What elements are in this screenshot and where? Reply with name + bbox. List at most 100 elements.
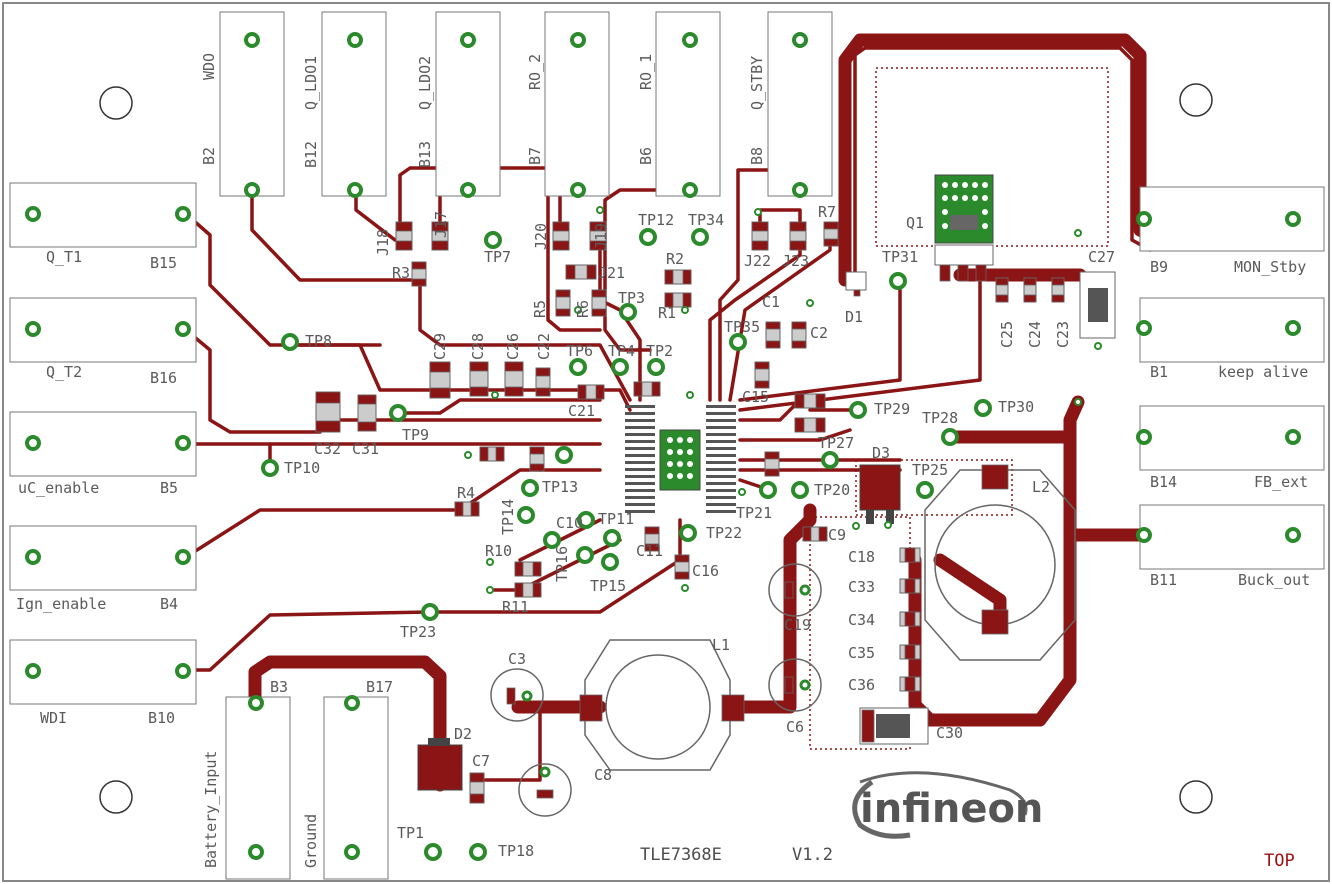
label-tp21: TP21: [736, 504, 772, 522]
label-c31: C31: [352, 440, 379, 458]
left-connector-name: WDI: [40, 709, 67, 727]
board-version: V1.2: [792, 845, 833, 865]
board-footer: TLE7368E V1.2 TOP: [640, 845, 1295, 871]
label-d3: D3: [872, 444, 890, 462]
label-tp16: TP16: [553, 546, 571, 582]
large-caps: [859, 271, 1116, 745]
label-r3: R3: [392, 264, 410, 282]
left-connector-pin: B10: [148, 709, 175, 727]
top-connector-pin: B13: [416, 141, 434, 168]
label-c11: C11: [636, 542, 663, 560]
label-j19: J19: [592, 223, 610, 250]
label-r4: R4: [457, 484, 475, 502]
main-ic: [625, 405, 736, 513]
label-tp1: TP1: [397, 824, 424, 842]
label-d1: D1: [845, 308, 863, 326]
diodes: [417, 271, 901, 791]
right-connector-pin: B1: [1150, 363, 1168, 381]
test-points: [261, 228, 992, 861]
electrolytic-caps: [490, 563, 822, 817]
label-q1: Q1: [906, 214, 924, 232]
label-c10: C10: [556, 514, 583, 532]
label-c3: C3: [508, 650, 526, 668]
label-c22: C22: [535, 333, 553, 360]
label-c28: C28: [469, 333, 487, 360]
label-tp3: TP3: [618, 289, 645, 307]
label-tp28: TP28: [922, 409, 958, 427]
left-connector-name: uC_enable: [18, 479, 99, 497]
left-connector-pin: B15: [150, 254, 177, 272]
right-connector-pin: B14: [1150, 473, 1177, 491]
right-connector-name: FB_ext: [1254, 473, 1308, 491]
label-tp18: TP18: [498, 842, 534, 860]
label-c36: C36: [848, 676, 875, 694]
label-tp25: TP25: [912, 461, 948, 479]
label-c1: C1: [762, 293, 780, 311]
bottom-connector-boxes: [225, 696, 389, 880]
top-connector-name: WDO: [200, 53, 218, 80]
left-connector-name: Ign_enable: [16, 595, 106, 613]
label-r1: R1: [658, 304, 676, 322]
label-r7: R7: [818, 203, 836, 221]
top-connector-pin: B7: [526, 147, 544, 165]
label-j23: J23: [782, 252, 809, 270]
label-c16: C16: [692, 562, 719, 580]
label-tp6: TP6: [566, 342, 593, 360]
top-connector-pin: B12: [302, 141, 320, 168]
left-connector-pads: [25, 206, 191, 679]
label-c25: C25: [998, 321, 1016, 348]
label-j21: J21: [598, 264, 625, 282]
q1-transistor: [934, 174, 994, 282]
bottom-connector-name: Ground: [302, 814, 320, 868]
bottom-connector-pads: [248, 695, 360, 860]
right-connector-name: Buck_out: [1238, 571, 1310, 589]
label-tp27: TP27: [818, 434, 854, 452]
label-c27: C27: [1088, 248, 1115, 266]
elcap-pads: [506, 581, 811, 799]
component-labels: TP7 TP12 TP34 TP3 TP8 TP6 TP4 TP2 TP35 T…: [284, 203, 1115, 860]
label-c24: C24: [1026, 321, 1044, 348]
left-connector-boxes: [9, 182, 197, 705]
label-tp11: TP11: [598, 510, 634, 528]
label-tp14: TP14: [499, 499, 517, 535]
label-c15: C15: [742, 388, 769, 406]
right-connector-name: keep alive: [1218, 363, 1308, 381]
label-c2: C2: [810, 324, 828, 342]
top-connector-pin: B6: [637, 147, 655, 165]
label-c35: C35: [848, 644, 875, 662]
top-connector-name: RO_2: [526, 54, 544, 90]
label-r5: R5: [531, 300, 549, 318]
top-connector-pads: [244, 32, 808, 198]
label-c34: C34: [848, 611, 875, 629]
vias: [464, 206, 1102, 594]
label-c32: C32: [314, 440, 341, 458]
label-j18: J18: [374, 229, 392, 256]
bottom-connector-pin: B3: [270, 678, 288, 696]
label-c21: C21: [568, 402, 595, 420]
top-connector-name: Q_STBY: [748, 56, 766, 110]
label-r2: R2: [666, 250, 684, 268]
left-connector-labels: Q_T1 B15 Q_T2 B16 uC_enable B5 Ign_enabl…: [16, 248, 178, 727]
mounting-holes: [99, 83, 1213, 814]
label-c6: C6: [786, 718, 804, 736]
label-tp4: TP4: [608, 342, 635, 360]
label-tp23: TP23: [400, 623, 436, 641]
label-tp20: TP20: [814, 481, 850, 499]
label-c23: C23: [1054, 321, 1072, 348]
top-connector-name: Q_LDO2: [416, 56, 434, 110]
left-connector-pin: B16: [150, 369, 177, 387]
label-c7: C7: [472, 752, 490, 770]
label-tp35: TP35: [724, 318, 760, 336]
label-c33: C33: [848, 578, 875, 596]
right-connector-labels: B9 MON_Stby B1 keep alive B14 FB_ext B11…: [1150, 258, 1310, 589]
inductor-l1: [579, 639, 745, 771]
label-tp29: TP29: [874, 400, 910, 418]
layer-label: TOP: [1264, 851, 1295, 871]
infineon-logo: infineon: [852, 771, 1043, 839]
label-l2: L2: [1032, 478, 1050, 496]
top-connector-name: Q_LDO1: [302, 56, 320, 110]
label-c29: C29: [431, 333, 449, 360]
label-l1: L1: [712, 636, 730, 654]
label-tp34: TP34: [688, 211, 724, 229]
